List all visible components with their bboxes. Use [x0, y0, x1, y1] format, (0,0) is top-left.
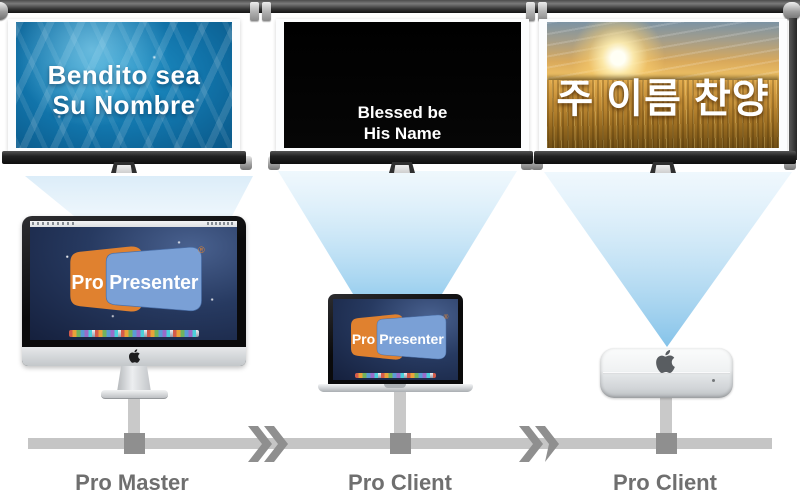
- screen-side-frame: [789, 18, 797, 160]
- logo-presenter-text: Presenter: [109, 272, 199, 294]
- status-icons: [207, 222, 235, 225]
- lyrics-english: Blessed be His Name: [284, 103, 521, 144]
- lyrics-line: His Name: [363, 123, 442, 143]
- dock: [355, 373, 436, 378]
- screen-bottom-bar: [2, 151, 246, 164]
- screen-pull-handle-inner: [394, 165, 410, 173]
- screen-korean-slide: 주 이름 찬양: [547, 22, 779, 148]
- network-node: [124, 433, 145, 454]
- apple-logo-icon: [129, 349, 140, 363]
- screen-bottom-bar: [534, 151, 796, 164]
- network-node: [390, 433, 411, 454]
- registered-trademark: ®: [198, 245, 205, 255]
- logo-presenter-text: Presenter: [379, 331, 444, 347]
- apple-logo-icon: [656, 350, 675, 373]
- menu-items: [32, 222, 74, 225]
- rail-end-cap-left: [0, 2, 8, 20]
- mac-mini: [600, 348, 733, 398]
- screen-pull-handle-inner: [116, 165, 132, 173]
- lyrics-spanish: Bendito sea Su Nombre: [16, 60, 232, 120]
- propresenter-logo: Pro Presenter ®: [70, 245, 205, 312]
- screen-bracket: [262, 2, 271, 21]
- mac-mini-mount-pole: [660, 396, 672, 440]
- lyrics-line: Blessed be: [357, 103, 448, 123]
- macbook-screen: Pro Presenter ®: [333, 299, 458, 380]
- imac-stand-neck: [117, 366, 151, 392]
- beam-imac: [25, 176, 253, 216]
- logo-blue-shape: [376, 314, 447, 360]
- macbook-base: [318, 384, 473, 392]
- screen-bracket: [538, 2, 547, 21]
- screen-bottom-bar: [270, 151, 533, 164]
- menu-bar: [30, 221, 237, 227]
- flow-chevrons-icon: [248, 426, 288, 462]
- imac-stand-base: [101, 390, 168, 399]
- beam-macbook: [278, 171, 517, 294]
- device-label-pro-client-2: Pro Client: [613, 470, 717, 495]
- macbook-lid-notch: [384, 384, 406, 388]
- lyrics-korean: 주 이름 찬양: [556, 77, 770, 121]
- rail-end-cap-right: [783, 2, 800, 20]
- imac-mount-pole: [128, 396, 140, 440]
- dock: [69, 330, 199, 337]
- screen-english-slide: Blessed be His Name: [284, 22, 521, 148]
- imac-screen: Pro Presenter ®: [30, 221, 237, 340]
- device-label-pro-master: Pro Master: [75, 470, 189, 495]
- screen-bracket: [526, 2, 535, 21]
- screen-bracket: [250, 2, 259, 21]
- logo-pro-text: Pro: [352, 331, 375, 347]
- beam-mac-mini: [544, 172, 792, 347]
- propresenter-logo: Pro Presenter ®: [351, 313, 449, 360]
- lyrics-line: Su Nombre: [52, 90, 196, 121]
- registered-trademark: ®: [444, 313, 449, 321]
- mac-mini-edge-highlight: [603, 372, 730, 373]
- macbook-mount-pole: [394, 390, 406, 440]
- logo-pro-text: Pro: [71, 272, 103, 294]
- screen-spanish-slide: Bendito sea Su Nombre: [16, 22, 232, 148]
- wheat-field: [547, 80, 779, 148]
- mounting-rail: [0, 0, 800, 13]
- lyrics-line: Bendito sea: [47, 60, 201, 90]
- mac-mini-power-led: [712, 379, 715, 382]
- flow-chevrons-icon: [519, 426, 559, 462]
- network-node: [656, 433, 677, 454]
- horizon-treeline: [547, 74, 779, 82]
- device-label-pro-client-1: Pro Client: [348, 470, 452, 495]
- screen-pull-handle-inner: [655, 165, 671, 173]
- logo-blue-shape: [105, 246, 202, 312]
